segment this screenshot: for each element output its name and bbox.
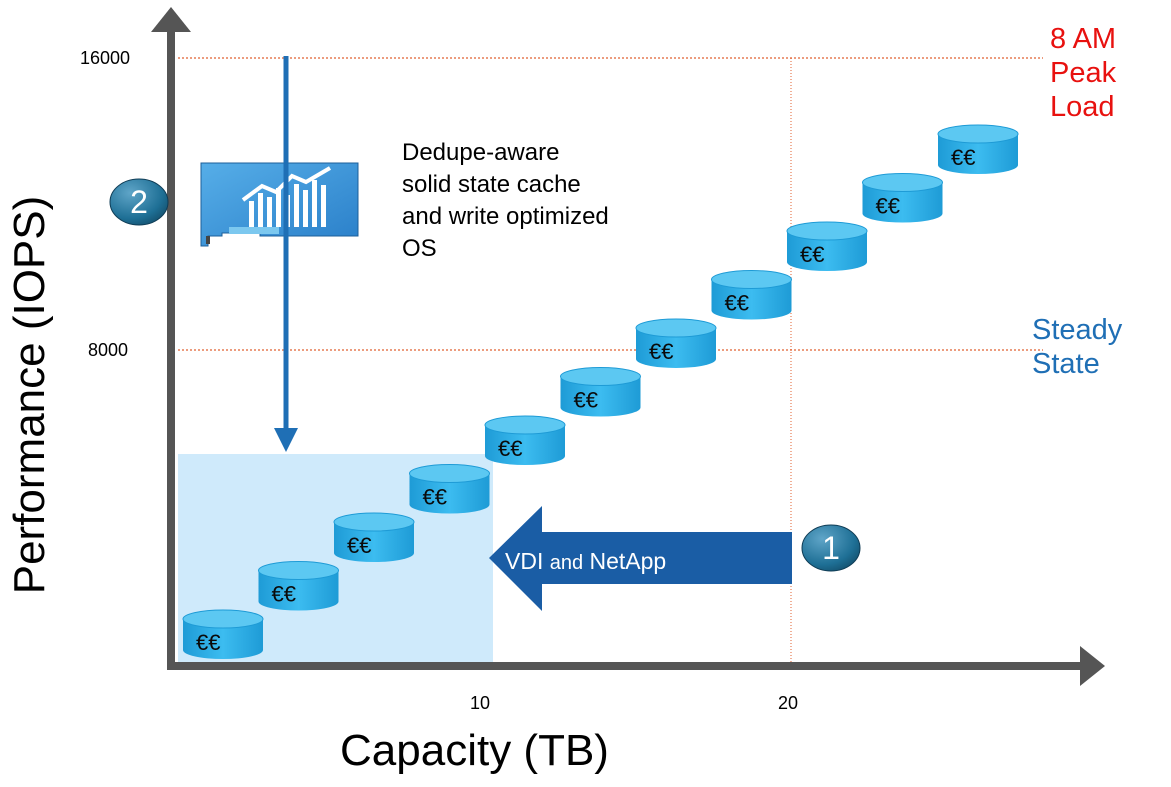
disk-icon: €€ bbox=[258, 561, 339, 611]
y-tick-16000: 16000 bbox=[80, 48, 131, 68]
disk-label: €€ bbox=[649, 339, 673, 364]
disk-icon: €€ bbox=[333, 512, 415, 562]
disk-label: €€ bbox=[498, 436, 522, 461]
x-axis-label: Capacity (TB) bbox=[340, 726, 609, 775]
disk-icon: €€ bbox=[182, 609, 264, 659]
x-tick-20: 20 bbox=[778, 693, 799, 713]
disk-label: €€ bbox=[800, 242, 824, 267]
disk-label: €€ bbox=[725, 291, 749, 316]
disk-label: €€ bbox=[423, 485, 447, 510]
disk-icon: €€ bbox=[560, 367, 641, 417]
disk-icon: €€ bbox=[786, 221, 868, 271]
arrow-label-vdi: VDI bbox=[505, 548, 544, 574]
disk-label: €€ bbox=[272, 582, 296, 607]
disk-icon: €€ bbox=[711, 270, 792, 320]
disk-icon: €€ bbox=[409, 464, 490, 514]
disk-label: €€ bbox=[951, 145, 975, 170]
cache-description-line: and write optimized bbox=[402, 203, 609, 230]
peak-label-line: 8 AM bbox=[1050, 23, 1117, 55]
arrow-label-and: and bbox=[549, 552, 584, 574]
steady-state-label: Steady State bbox=[1032, 313, 1122, 381]
disk-label: €€ bbox=[196, 630, 220, 655]
y-axis-label: Performance (IOPS) bbox=[5, 195, 54, 595]
y-tick-8000: 8000 bbox=[88, 340, 129, 360]
cache-down-arrow bbox=[274, 56, 298, 452]
cache-description-line: Dedupe-aware bbox=[402, 139, 560, 166]
disk-stack: €€ €€ €€ €€ €€ €€ €€ €€ €€ €€ €€ bbox=[182, 124, 1019, 659]
vdi-netapp-arrow bbox=[489, 506, 792, 611]
x-tick-10: 10 bbox=[470, 693, 491, 713]
disk-label: €€ bbox=[574, 388, 598, 413]
badge-two-number: 2 bbox=[130, 184, 148, 220]
disk-label: €€ bbox=[876, 194, 900, 219]
peak-label-line: Load bbox=[1050, 91, 1115, 123]
disk-icon: €€ bbox=[937, 124, 1019, 174]
vdi-netapp-label: VDI and NetApp bbox=[505, 548, 666, 575]
disk-icon: €€ bbox=[484, 415, 566, 465]
x-axis bbox=[167, 646, 1105, 686]
peak-label-line: Peak bbox=[1050, 57, 1117, 89]
arrow-label-netapp: NetApp bbox=[589, 548, 667, 574]
peak-load-label: 8 AM Peak Load bbox=[1050, 22, 1116, 124]
cache-description-line: OS bbox=[402, 235, 437, 262]
cache-description: Dedupe-aware solid state cache and write… bbox=[402, 137, 609, 265]
disk-icon: €€ bbox=[635, 318, 717, 368]
badge-one-number: 1 bbox=[822, 530, 840, 566]
steady-label-line: Steady bbox=[1032, 314, 1123, 346]
steady-label-line: State bbox=[1032, 348, 1100, 380]
y-axis bbox=[151, 7, 191, 668]
badge-one bbox=[801, 524, 861, 572]
badge-two bbox=[109, 178, 169, 226]
ssd-card-icon bbox=[200, 162, 359, 247]
disk-icon: €€ bbox=[862, 173, 943, 223]
cache-description-line: solid state cache bbox=[402, 171, 581, 198]
disk-label: €€ bbox=[347, 533, 371, 558]
